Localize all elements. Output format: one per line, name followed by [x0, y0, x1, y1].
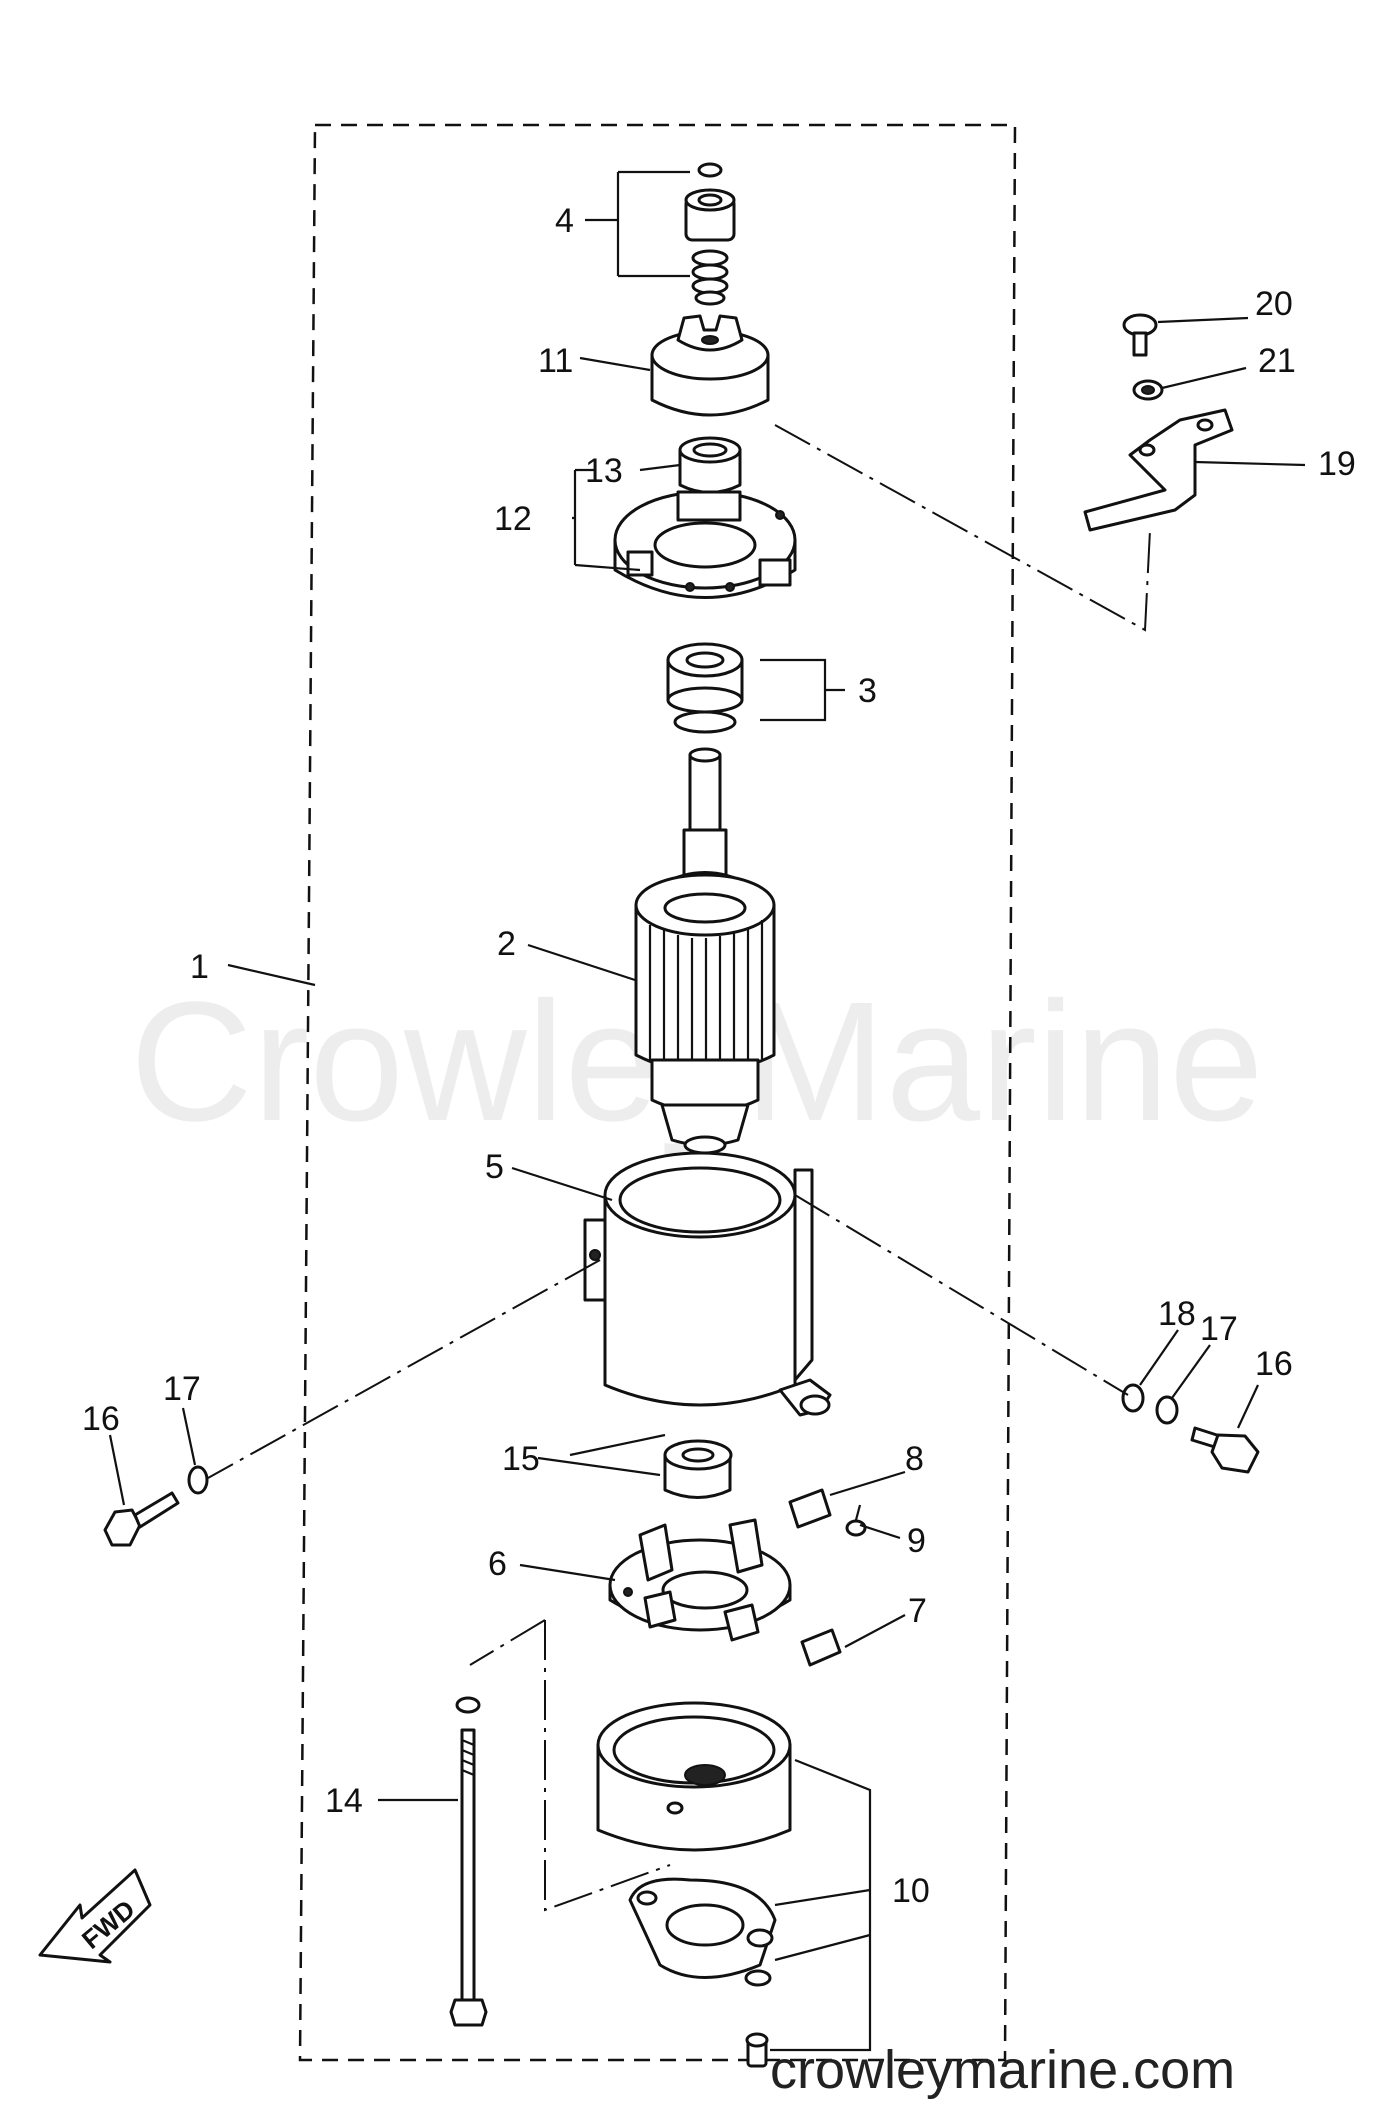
assembly-lines: [207, 424, 1151, 1912]
callout-11: 11: [538, 342, 573, 380]
part-15-bushing: [663, 1439, 733, 1499]
part-5-yoke: [583, 1151, 832, 1417]
part-14-through-bolt: [449, 1696, 488, 2027]
part-6-brush-holder: [608, 1518, 792, 1642]
part-9-brush-spring: [845, 1504, 867, 1537]
part-3-washer-set: [666, 642, 744, 734]
callout-6: 6: [488, 1545, 507, 1583]
callout-19: 19: [1318, 445, 1356, 483]
callout-4: 4: [555, 202, 574, 240]
callout-16-left: 16: [82, 1400, 120, 1438]
part-13-bushing: [678, 436, 742, 494]
part-10-rear-bracket: [596, 1701, 792, 2068]
part-16-bolt-left: [103, 1491, 180, 1547]
part-19-bracket: [1083, 408, 1234, 532]
part-21-washer: [1132, 379, 1164, 401]
callout-12: 12: [494, 500, 532, 538]
callout-21: 21: [1258, 342, 1296, 380]
part-17-washer-left: [187, 1465, 209, 1495]
callout-7: 7: [908, 1592, 927, 1630]
part-12-front-bracket: [613, 490, 797, 599]
callout-17-left: 17: [163, 1370, 201, 1408]
callout-17-right: 17: [1200, 1310, 1238, 1348]
part-8-brush: [788, 1488, 832, 1529]
callout-15: 15: [502, 1440, 540, 1478]
footer-url: crowleymarine.com: [770, 2040, 1235, 2100]
callout-13: 13: [585, 452, 623, 490]
callout-10: 10: [892, 1872, 930, 1910]
callout-3: 3: [858, 672, 877, 710]
callout-18: 18: [1158, 1295, 1196, 1333]
part-18-washer-right: [1121, 1383, 1145, 1413]
leader-lines: [108, 170, 1306, 2052]
part-2-armature: [634, 747, 776, 1155]
callout-20: 20: [1255, 285, 1293, 323]
part-17-washer-right: [1155, 1395, 1179, 1425]
callout-1: 1: [190, 948, 209, 986]
part-16-bolt-right: [1190, 1426, 1260, 1474]
callout-8: 8: [905, 1440, 924, 1478]
callout-2: 2: [497, 925, 516, 963]
part-7-brush: [800, 1628, 842, 1667]
callout-5: 5: [485, 1148, 504, 1186]
callout-14: 14: [325, 1782, 363, 1820]
part-11-pinion: [650, 314, 770, 417]
fwd-direction-arrow: FWD: [38, 1868, 152, 1964]
part-20-screw: [1122, 313, 1158, 357]
callout-9: 9: [907, 1522, 926, 1560]
part-4-clip-collar-spring: [684, 162, 736, 306]
callout-16-right: 16: [1255, 1345, 1293, 1383]
assembly-boundary: [298, 123, 1017, 2062]
